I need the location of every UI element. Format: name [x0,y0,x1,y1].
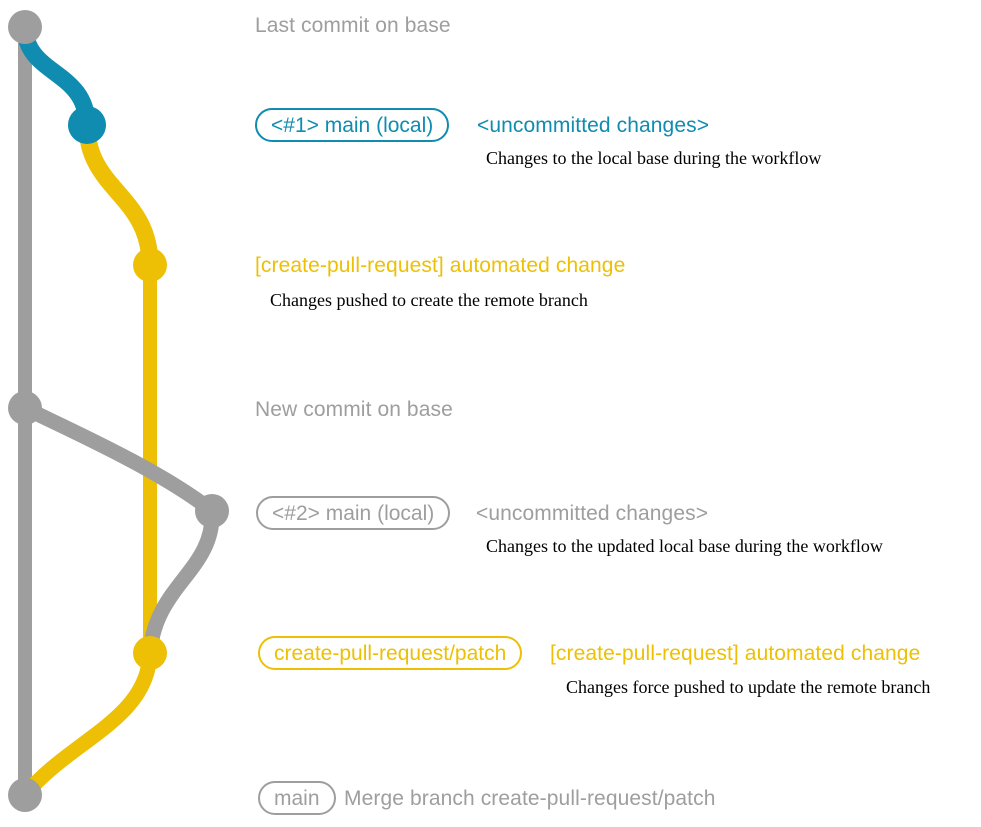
branch-pill-main[interactable]: main [258,781,336,815]
commit-node-automated-change-update[interactable] [133,636,167,670]
commit-subline-automated-change-update: Changes force pushed to update the remot… [566,677,931,697]
commit-headline-automated-change-create: [create-pull-request] automated change [255,254,626,277]
commit-headline-last-commit-on-base: Last commit on base [255,14,451,37]
commit-node-local-uncommitted-1[interactable] [68,106,106,144]
branch-pill-main-local-1[interactable]: <#1> main (local) [255,108,450,142]
commit-graph [8,10,229,812]
commit-node-automated-change-create[interactable] [133,248,167,282]
merge-edge-gold [17,645,158,803]
commit-headline-new-commit-on-base: New commit on base [255,398,453,421]
commit-node-last-commit-on-base[interactable] [8,10,42,44]
commit-headline-automated-change-update: [create-pull-request] automated change [550,642,921,665]
commit-node-merge-commit[interactable] [8,778,42,812]
force-push-edge-gray [142,503,220,661]
branch-pill-main-local-2[interactable]: <#2> main (local) [256,496,451,530]
commit-headline-local-uncommitted-1: <uncommitted changes> [477,114,710,137]
commit-subline-automated-change-create: Changes pushed to create the remote bran… [270,290,588,310]
commit-headline-local-uncommitted-2: <uncommitted changes> [476,502,709,525]
patch-branch-edge-gold-upper [78,116,159,274]
updated-local-branch-edge-gray [17,400,220,519]
commit-headline-merge-commit: Merge branch create-pull-request/patch [344,787,716,810]
commit-node-new-commit-on-base[interactable] [8,391,42,425]
commit-node-local-uncommitted-2[interactable] [195,494,229,528]
commit-subline-local-uncommitted-2: Changes to the updated local base during… [486,536,883,556]
commit-subline-local-uncommitted-1: Changes to the local base during the wor… [486,148,822,168]
branch-pill-create-pull-request-patch[interactable]: create-pull-request/patch [258,636,523,670]
